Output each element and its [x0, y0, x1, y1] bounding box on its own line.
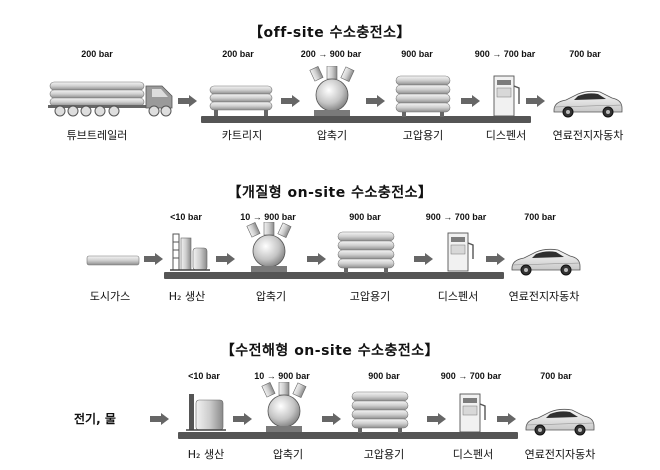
- pressure-label: <10 bar: [188, 371, 220, 381]
- pressure-label: 200 → 900 bar: [300, 49, 362, 59]
- flow-arrow-icon: [414, 253, 433, 265]
- stage-label: 디스펜서: [452, 448, 494, 461]
- dispenser-icon: [459, 393, 486, 433]
- stage-label: 압축기: [255, 290, 287, 303]
- stage-label: H₂ 생산: [187, 448, 225, 461]
- fuel-cell-car-icon: [511, 248, 581, 276]
- compressor-icon: [246, 222, 292, 272]
- flow-arrow-icon: [144, 253, 163, 265]
- pressure-label: 700 bar: [540, 371, 572, 381]
- station-platform: [178, 432, 518, 439]
- stage-label: 연료전지자동차: [508, 290, 580, 303]
- cartridge-icon: [209, 85, 273, 116]
- flow-arrow-icon: [233, 413, 252, 425]
- pressure-label: 700 bar: [569, 49, 601, 59]
- stage-label: 튜브트레일러: [66, 129, 128, 142]
- flow-arrow-icon: [178, 95, 197, 107]
- pressure-label: <10 bar: [170, 212, 202, 222]
- flow-arrow-icon: [322, 413, 341, 425]
- pressure-label: 10 → 900 bar: [254, 371, 310, 381]
- pressure-label: 700 bar: [524, 212, 556, 222]
- stage-label: 압축기: [316, 129, 348, 142]
- stage-label: 고압용기: [363, 448, 405, 461]
- flow-arrow-icon: [281, 95, 300, 107]
- flow-arrow-icon: [427, 413, 446, 425]
- fuel-cell-car-icon: [525, 408, 595, 436]
- reformer-icon: [170, 233, 210, 271]
- stage-label: 카트리지: [221, 129, 263, 142]
- stage-label: 도시가스: [89, 290, 131, 303]
- pressure-label: 900 → 700 bar: [474, 49, 536, 59]
- section-title-reforming: 【개질형 on-site 수소충전소】: [227, 185, 433, 201]
- stage-label: 압축기: [272, 448, 304, 461]
- pressure-vessel-icon: [337, 231, 395, 273]
- section-title-offsite: 【off-site 수소충전소】: [249, 25, 411, 41]
- flow-arrow-icon: [486, 253, 505, 265]
- pressure-label: 900 bar: [349, 212, 381, 222]
- source-input-text: 전기, 물: [74, 412, 116, 426]
- flow-arrow-icon: [366, 95, 385, 107]
- pressure-label: 900 bar: [401, 49, 433, 59]
- flow-arrow-icon: [307, 253, 326, 265]
- dispenser-icon: [447, 232, 474, 272]
- offsite-flow: 200 bar 200 bar 200 → 900 bar 900 bar 90…: [0, 0, 660, 150]
- pressure-label: 900 → 700 bar: [425, 212, 487, 222]
- stage-label: 연료전지자동차: [524, 448, 596, 461]
- stage-label: H₂ 생산: [168, 290, 206, 303]
- stage-label: 고압용기: [349, 290, 391, 303]
- stage-label: 디스펜서: [485, 129, 527, 142]
- flow-arrow-icon: [150, 413, 169, 425]
- flow-arrow-icon: [216, 253, 235, 265]
- compressor-icon: [309, 66, 355, 116]
- pressure-label: 200 bar: [81, 49, 113, 59]
- station-platform: [164, 272, 504, 279]
- pressure-label: 900 bar: [368, 371, 400, 381]
- compressor-icon: [261, 382, 307, 432]
- stage-label: 디스펜서: [437, 290, 479, 303]
- section-title-electrolysis: 【수전해형 on-site 수소충전소】: [220, 343, 440, 359]
- dispenser-icon: [493, 75, 520, 117]
- pressure-label: 200 bar: [222, 49, 254, 59]
- gas-pipe-icon: [86, 255, 140, 266]
- fuel-cell-car-icon: [553, 90, 623, 118]
- flow-arrow-icon: [461, 95, 480, 107]
- pressure-vessel-icon: [395, 75, 451, 117]
- stage-label: 연료전지자동차: [552, 129, 624, 142]
- pressure-label: 900 → 700 bar: [440, 371, 502, 381]
- flow-arrow-icon: [526, 95, 545, 107]
- station-platform: [201, 116, 531, 123]
- pressure-vessel-icon: [351, 391, 409, 433]
- reforming-flow: <10 bar 10 → 900 bar 900 bar 900 → 700 b…: [0, 0, 660, 303]
- pressure-label: 10 → 900 bar: [240, 212, 296, 222]
- flow-arrow-icon: [497, 413, 516, 425]
- electrolyzer-icon: [186, 394, 226, 431]
- tube-trailer-icon: [48, 81, 173, 117]
- stage-label: 고압용기: [402, 129, 444, 142]
